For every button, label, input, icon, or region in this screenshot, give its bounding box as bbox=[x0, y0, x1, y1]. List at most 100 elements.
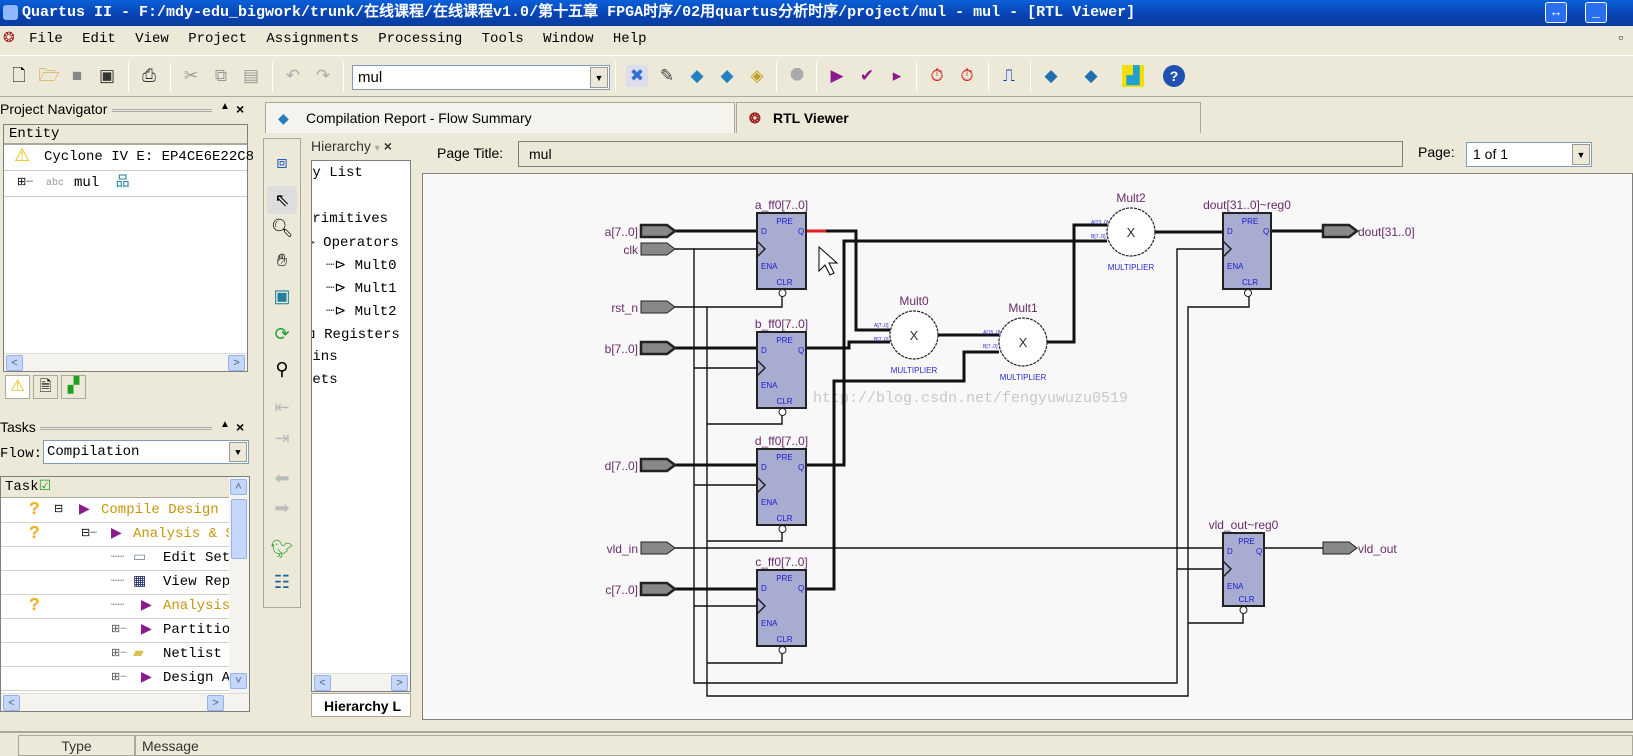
scroll-left-icon[interactable]: < bbox=[3, 695, 20, 711]
task-row[interactable]: ?⊟▶Compile Design bbox=[1, 499, 229, 523]
assembler-icon[interactable]: ◈ bbox=[750, 66, 764, 85]
hierarchy-item[interactable]: Pins bbox=[312, 349, 338, 365]
close-icon[interactable]: × bbox=[236, 101, 245, 117]
page-select[interactable]: 1 of 1 ▼ bbox=[1466, 142, 1592, 167]
refresh-icon[interactable]: ⟳ bbox=[274, 324, 290, 344]
hierarchy-item[interactable]: Primitives bbox=[312, 211, 388, 227]
netlist-tree-icon[interactable]: ☷ bbox=[273, 572, 291, 592]
hierarchy-item[interactable]: ▷ Operators bbox=[312, 234, 399, 251]
tab-rtl-viewer[interactable]: ❂ RTL Viewer bbox=[736, 102, 1201, 133]
run-task-icon[interactable]: ▶ bbox=[141, 598, 152, 614]
minimize-button[interactable]: _ bbox=[1585, 2, 1607, 23]
task-row[interactable]: ⊞┈▶Partitio bbox=[1, 619, 229, 643]
hand-pan-icon[interactable]: ✋︎ bbox=[276, 250, 288, 270]
scroll-right-icon[interactable]: > bbox=[207, 695, 224, 711]
start-analysis-icon[interactable]: ▸ bbox=[892, 66, 902, 85]
cut-icon[interactable]: ✂ bbox=[183, 66, 199, 85]
paste-icon[interactable]: ▤ bbox=[242, 66, 260, 85]
hierarchy-item[interactable]: ┈⊳ Mult2 bbox=[326, 303, 397, 320]
hierarchy-tab-icon[interactable]: ⚠ bbox=[5, 375, 30, 399]
parrot-icon[interactable]: 🐦︎ bbox=[270, 539, 294, 559]
close-icon[interactable]: × bbox=[236, 419, 245, 435]
scroll-right-icon[interactable]: > bbox=[228, 355, 245, 371]
mdi-restore-icon[interactable]: ▫ bbox=[1616, 31, 1625, 47]
go-back-icon[interactable]: ⇤ bbox=[274, 397, 290, 417]
save-icon[interactable]: ■ bbox=[71, 66, 83, 85]
menu-help[interactable]: Help bbox=[612, 31, 647, 47]
vertical-scrollbar[interactable]: ˄ ˅ bbox=[229, 477, 249, 693]
task-row[interactable]: ┈┈▭Edit Set bbox=[1, 547, 229, 571]
chevron-down-icon[interactable]: ▼ bbox=[590, 67, 608, 88]
chevron-down-icon[interactable]: ▼ bbox=[1572, 144, 1590, 165]
close-icon[interactable]: × bbox=[383, 138, 392, 154]
task-row[interactable]: ┈┈▦View Rep bbox=[1, 571, 229, 595]
simulator-icon[interactable]: ⎍ bbox=[1003, 66, 1015, 85]
help-icon[interactable]: ? bbox=[1163, 65, 1185, 87]
hierarchy-item[interactable]: Nets bbox=[312, 372, 338, 388]
timequest-icon[interactable]: ⏱ bbox=[930, 66, 944, 85]
analyze-elaborate-icon[interactable]: ✔ bbox=[859, 66, 875, 85]
back-arrow-icon[interactable]: ⬅ bbox=[274, 468, 290, 488]
hierarchy-list-tab[interactable]: Hierarchy L bbox=[311, 693, 411, 717]
run-task-icon[interactable]: ▶ bbox=[141, 622, 152, 638]
menu-window[interactable]: Window bbox=[543, 31, 594, 47]
find-binoculars-icon[interactable]: ⚲ bbox=[275, 359, 289, 379]
chevron-down-icon[interactable]: ▼ bbox=[229, 442, 247, 462]
collapse-icon[interactable]: ▲ bbox=[220, 101, 230, 112]
menu-project[interactable]: Project bbox=[188, 31, 247, 47]
design-units-tab-icon[interactable]: ▞ bbox=[61, 375, 86, 399]
open-folder-icon[interactable]: 🗁 bbox=[38, 66, 60, 85]
menu-processing[interactable]: Processing bbox=[378, 31, 463, 47]
print-icon[interactable]: ⎙ bbox=[142, 66, 156, 85]
run-task-icon[interactable]: ▶ bbox=[111, 526, 122, 542]
restore-button[interactable]: ↔ bbox=[1545, 2, 1567, 23]
analysis-synthesis-icon[interactable]: ✖ bbox=[626, 65, 648, 87]
fitter-icon[interactable]: ◆ bbox=[720, 66, 734, 85]
chip-planner-icon[interactable]: ◆ bbox=[1084, 66, 1098, 85]
edit-pin-icon[interactable]: ✎ bbox=[659, 66, 675, 85]
page-title-field[interactable]: mul bbox=[518, 141, 1403, 167]
hierarchy-item[interactable]: ⊐ Registers bbox=[312, 326, 400, 343]
undo-icon[interactable]: ↶ bbox=[285, 66, 301, 85]
go-forward-icon[interactable]: ⇥ bbox=[274, 428, 290, 448]
task-row[interactable]: ⊞┈▶Design A bbox=[1, 667, 229, 691]
scroll-right-icon[interactable]: > bbox=[391, 675, 408, 691]
redo-icon[interactable]: ↷ bbox=[315, 66, 331, 85]
run-task-icon[interactable]: ▶ bbox=[79, 502, 90, 518]
compile-icon[interactable]: ◆ bbox=[690, 66, 704, 85]
menu-file[interactable]: File bbox=[29, 31, 63, 47]
task-row[interactable]: ?⊟┈▶Analysis & S bbox=[1, 523, 229, 547]
hierarchy-item[interactable]: ┈⊳ Mult0 bbox=[326, 257, 397, 274]
chevron-down-icon[interactable]: ▾ bbox=[374, 143, 380, 154]
menu-view[interactable]: View bbox=[135, 31, 169, 47]
horizontal-scrollbar[interactable]: < > bbox=[4, 353, 247, 371]
fit-window-icon[interactable]: ▣ bbox=[273, 286, 291, 306]
entity-row-mul[interactable]: ⊞┈ abc mul 品 bbox=[4, 171, 247, 197]
scroll-left-icon[interactable]: < bbox=[6, 355, 23, 371]
run-task-icon[interactable]: ▶ bbox=[141, 670, 152, 686]
tab-compilation-report[interactable]: ◆ Compilation Report - Flow Summary bbox=[265, 102, 735, 133]
type-column-header[interactable]: Type bbox=[18, 735, 135, 756]
flow-select[interactable]: Compilation ▼ bbox=[43, 440, 249, 464]
device-row[interactable]: ⚠ Cyclone IV E: EP4CE6E22C8 bbox=[4, 145, 254, 171]
hierarchy-item[interactable]: ┈⊳ Mult1 bbox=[326, 280, 397, 297]
collapse-icon[interactable]: ⊟ bbox=[54, 504, 64, 516]
files-tab-icon[interactable]: 🗎 bbox=[33, 375, 58, 399]
scroll-left-icon[interactable]: < bbox=[314, 675, 331, 691]
scroll-up-icon[interactable]: ˄ bbox=[230, 479, 247, 495]
collapse-icon[interactable]: ⊟┈ bbox=[81, 528, 97, 540]
new-file-icon[interactable]: 🗋 bbox=[12, 66, 26, 85]
select-pointer-icon[interactable]: ⇖ bbox=[267, 186, 297, 214]
save-all-icon[interactable]: ▣ bbox=[98, 66, 116, 85]
menu-assignments[interactable]: Assignments bbox=[266, 31, 359, 47]
programmer-icon[interactable]: ◆ bbox=[1044, 66, 1058, 85]
forward-arrow-icon[interactable]: ➡ bbox=[274, 498, 290, 518]
zoom-icon[interactable]: 🔍︎ bbox=[270, 218, 294, 238]
horizontal-scrollbar[interactable]: < > bbox=[1, 693, 249, 711]
horizontal-scrollbar[interactable]: < > bbox=[312, 673, 410, 691]
entity-column-header[interactable]: Entity bbox=[4, 125, 247, 145]
scroll-down-icon[interactable]: ˅ bbox=[230, 673, 247, 689]
expand-icon[interactable]: ⊞┈ bbox=[17, 177, 33, 189]
timing-analyzer-icon[interactable]: ⏱ bbox=[960, 66, 974, 85]
